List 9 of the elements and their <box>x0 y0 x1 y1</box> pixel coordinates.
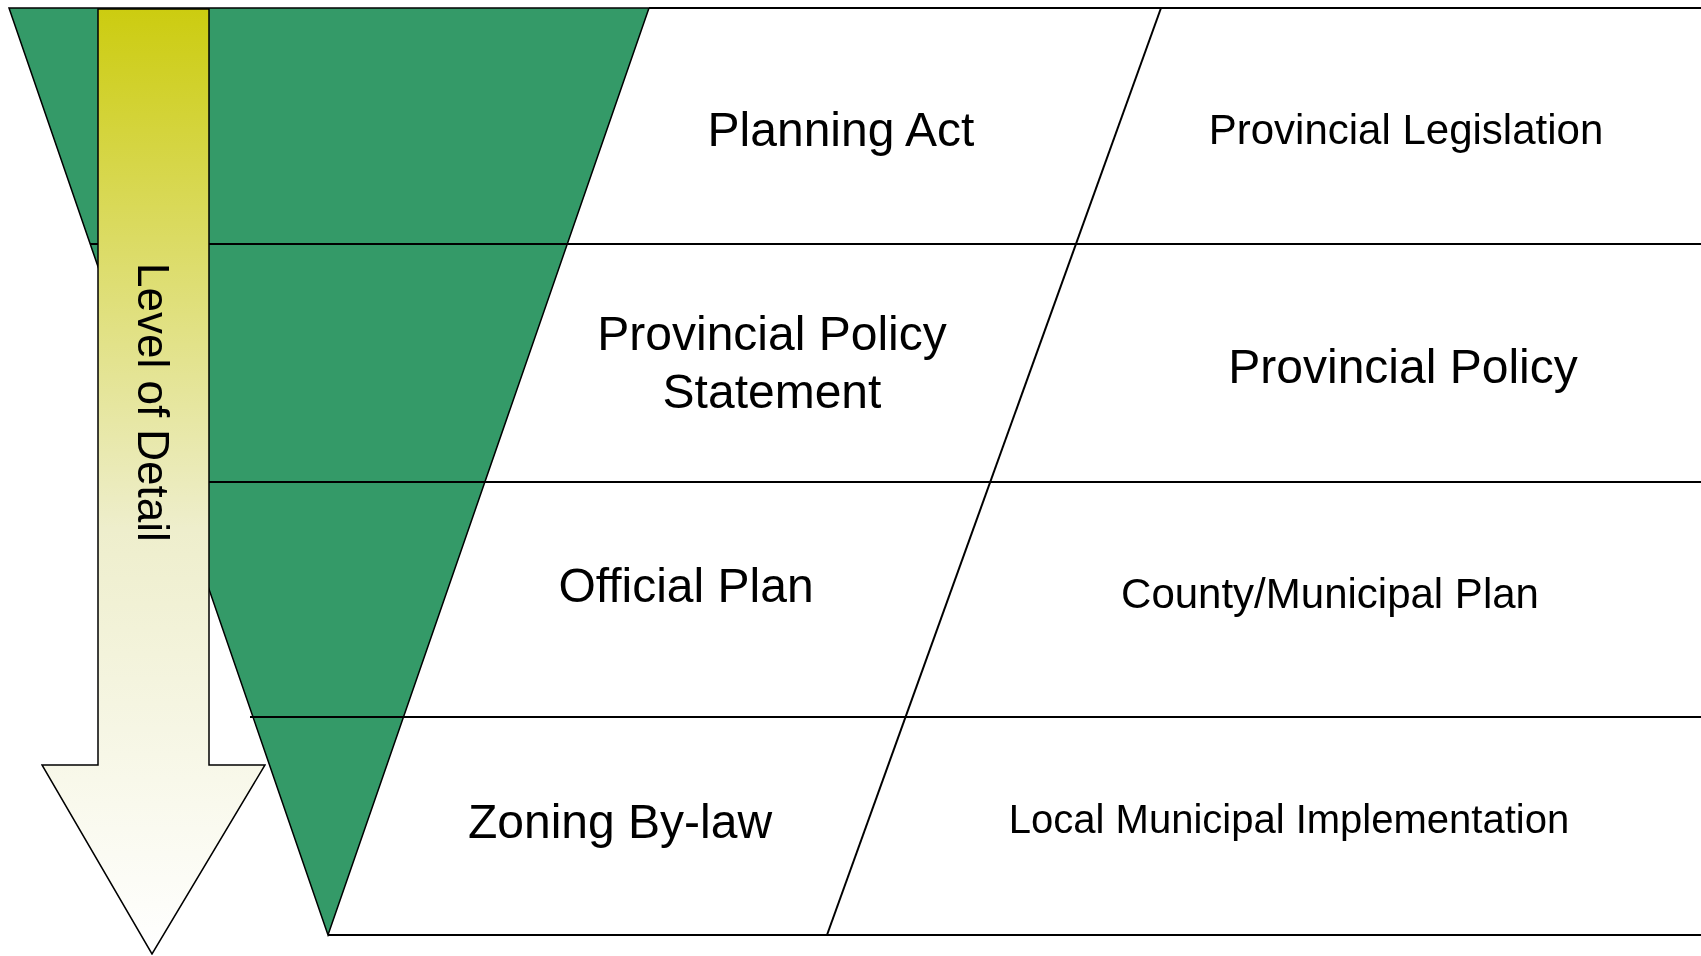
tier-label: Provincial Legislation <box>1208 104 1604 155</box>
tier-label: County/Municipal Plan <box>1121 568 1539 619</box>
tier-label: Provincial Policy Statement <box>596 306 948 420</box>
tier-label: Local Municipal Implementation <box>1008 796 1570 843</box>
tier-label: Zoning By-law <box>467 794 773 851</box>
tier-label: Provincial Policy <box>1228 339 1578 396</box>
axis-label: Level of Detail <box>128 263 179 542</box>
tier-label: Planning Act <box>707 102 975 159</box>
tier-label: Official Plan <box>558 558 814 615</box>
